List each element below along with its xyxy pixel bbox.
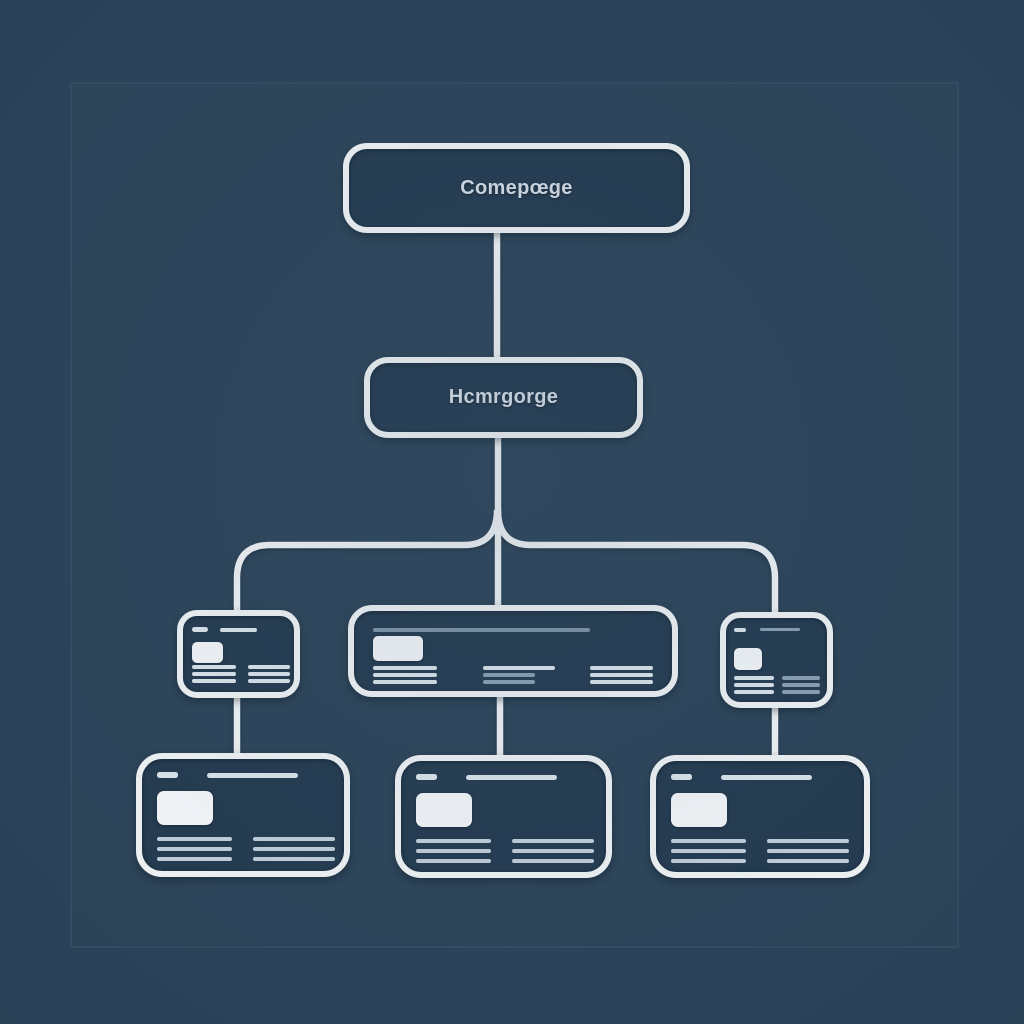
text-line-placeholder — [248, 679, 290, 683]
text-line-placeholder — [157, 857, 232, 861]
bullet-dash-placeholder — [157, 772, 178, 778]
thumbnail-placeholder — [416, 793, 472, 827]
text-line-placeholder — [734, 676, 774, 680]
node-root: Comepœge — [343, 143, 690, 233]
connector-branch-right — [494, 509, 779, 616]
text-line-placeholder — [373, 673, 437, 677]
wireframe-card-bottom-left — [136, 753, 350, 877]
text-line-placeholder — [767, 839, 849, 843]
thumbnail-placeholder — [373, 636, 423, 661]
header-line-placeholder — [373, 628, 590, 632]
text-line-placeholder — [416, 849, 491, 853]
connector-branch-left — [233, 509, 501, 613]
text-line-placeholder — [671, 859, 746, 863]
bullet-dash-placeholder — [671, 774, 692, 780]
text-line-placeholder — [248, 672, 290, 676]
text-line-placeholder — [157, 837, 232, 841]
text-line-placeholder — [373, 680, 437, 684]
text-line-placeholder — [590, 673, 653, 677]
node-child-label: Hcmrgorge — [448, 386, 559, 408]
header-line-placeholder — [760, 628, 800, 631]
text-line-placeholder — [512, 849, 594, 853]
thumbnail-placeholder — [192, 642, 223, 663]
text-line-placeholder — [192, 679, 236, 683]
header-line-placeholder — [207, 773, 298, 778]
header-line-placeholder — [220, 628, 257, 632]
text-line-placeholder — [192, 672, 236, 676]
inset-frame-border — [70, 82, 959, 948]
text-line-placeholder — [248, 665, 290, 669]
wireframe-card-bottom-right — [650, 755, 870, 878]
text-line-placeholder — [734, 683, 774, 687]
text-line-placeholder — [373, 666, 437, 670]
text-line-placeholder — [253, 847, 335, 851]
text-line-placeholder — [782, 690, 820, 694]
text-line-placeholder — [734, 690, 774, 694]
wireframe-card-mid-right — [720, 612, 833, 708]
header-line-placeholder — [466, 775, 557, 780]
text-line-placeholder — [483, 673, 535, 677]
node-child: Hcmrgorge — [364, 357, 643, 438]
text-line-placeholder — [416, 859, 491, 863]
text-line-placeholder — [671, 839, 746, 843]
text-line-placeholder — [253, 857, 335, 861]
text-line-placeholder — [767, 859, 849, 863]
text-line-placeholder — [157, 847, 232, 851]
text-line-placeholder — [512, 839, 594, 843]
thumbnail-placeholder — [734, 648, 762, 670]
text-line-placeholder — [590, 666, 653, 670]
text-line-placeholder — [192, 665, 236, 669]
text-line-placeholder — [253, 837, 335, 841]
text-line-placeholder — [767, 849, 849, 853]
wireframe-card-bottom-center — [395, 755, 612, 878]
bullet-dash-placeholder — [416, 774, 437, 780]
text-line-placeholder — [590, 680, 653, 684]
text-line-placeholder — [483, 680, 535, 684]
node-root-label: Comepœge — [460, 176, 573, 199]
text-line-placeholder — [483, 666, 555, 670]
wireframe-card-mid-center — [348, 605, 678, 697]
text-line-placeholder — [671, 849, 746, 853]
bullet-dash-placeholder — [734, 628, 746, 632]
bullet-dash-placeholder — [192, 627, 208, 632]
thumbnail-placeholder — [671, 793, 727, 827]
text-line-placeholder — [416, 839, 491, 843]
wireframe-card-mid-left — [177, 610, 300, 698]
text-line-placeholder — [782, 683, 820, 687]
text-line-placeholder — [782, 676, 820, 680]
thumbnail-placeholder — [157, 791, 213, 825]
header-line-placeholder — [721, 775, 812, 780]
text-line-placeholder — [512, 859, 594, 863]
